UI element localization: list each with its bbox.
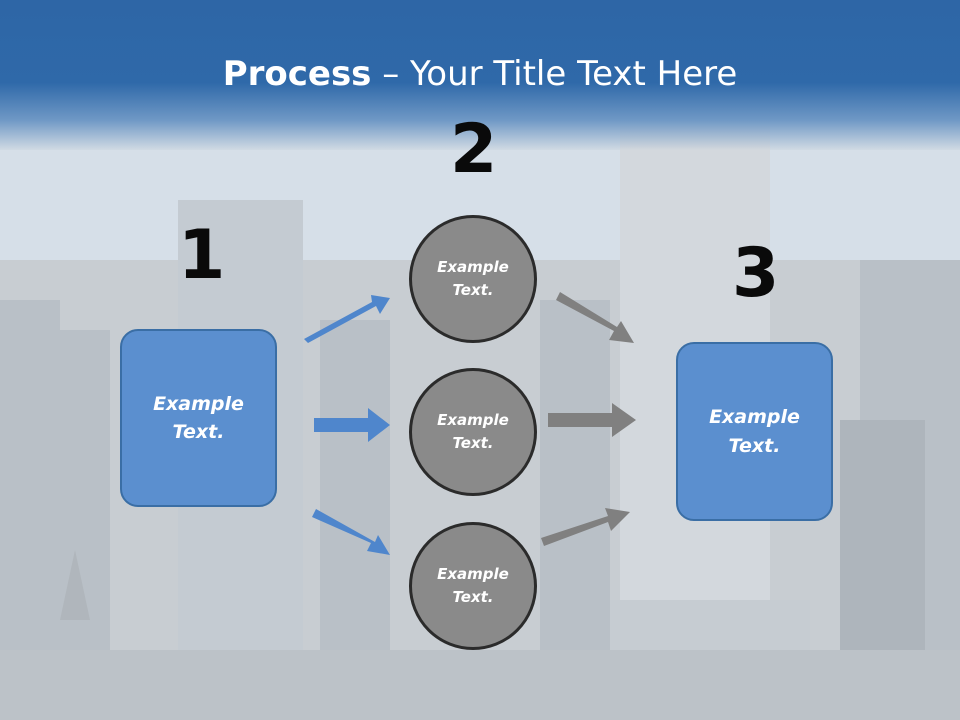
step-2-circle-middle: Example Text. xyxy=(409,368,537,496)
step-2-circle-bottom: Example Text. xyxy=(409,522,537,650)
step-1-text-line1: Example xyxy=(153,392,244,415)
arrow-middle-to-3 xyxy=(548,403,636,437)
step-3-text-line1: Example xyxy=(709,406,800,428)
step-3-box: Example Text. xyxy=(676,342,833,521)
step-1-text: Example Text. xyxy=(153,390,244,447)
step-number-1: 1 xyxy=(178,216,226,295)
title-rest: – Your Title Text Here xyxy=(371,54,738,94)
step-number-3: 3 xyxy=(732,234,780,313)
arrow-1-to-top xyxy=(304,295,390,343)
circle-text-line1: Example xyxy=(437,257,509,276)
arrow-top-to-3 xyxy=(556,292,634,343)
circle-text-line2: Text. xyxy=(452,281,494,299)
step-3-text: Example Text. xyxy=(709,403,800,460)
step-1-text-line2: Text. xyxy=(172,421,225,443)
step-number-2: 2 xyxy=(450,110,498,189)
title-bold-word: Process xyxy=(222,54,372,94)
arrow-bottom-to-3 xyxy=(541,508,630,546)
circle-text-line1: Example xyxy=(437,410,509,429)
step-3-text-line2: Text. xyxy=(728,434,781,457)
step-1-box: Example Text. xyxy=(120,329,277,507)
circle-text-line2: Text. xyxy=(452,588,494,606)
slide-title: Process – Your Title Text Here xyxy=(0,54,960,94)
circle-text-line2: Text. xyxy=(452,434,494,452)
arrow-1-to-middle xyxy=(314,408,390,442)
circle-text-line1: Example xyxy=(437,564,509,583)
title-bar xyxy=(0,0,960,150)
step-2-circle-top: Example Text. xyxy=(409,215,537,343)
arrow-1-to-bottom xyxy=(312,509,390,555)
